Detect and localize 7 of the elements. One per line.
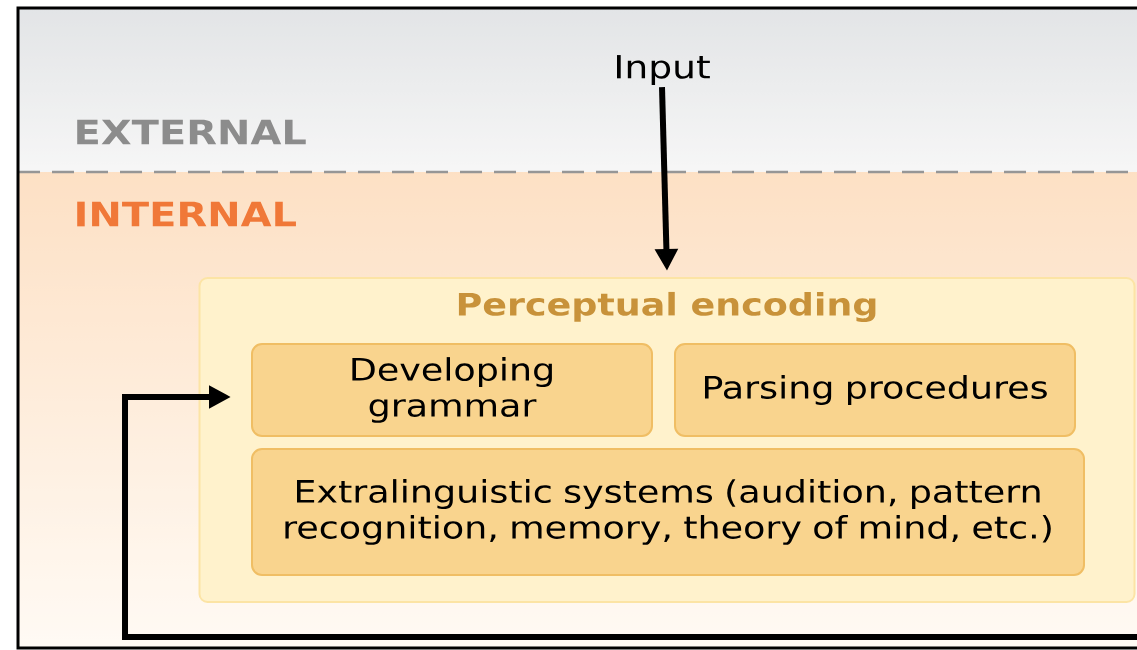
process-box: Parsing procedures (674, 343, 1076, 437)
input-label: Input (617, 55, 710, 85)
band-label: INTERNAL (77, 201, 296, 227)
process-box: Extralinguistic systems (audition, pattern recognition, memory, theory of mind, etc.) (251, 448, 1085, 576)
process-box: Developing grammar (251, 343, 653, 437)
arrow (122, 385, 1137, 640)
band-label: EXTERNAL (77, 119, 306, 145)
